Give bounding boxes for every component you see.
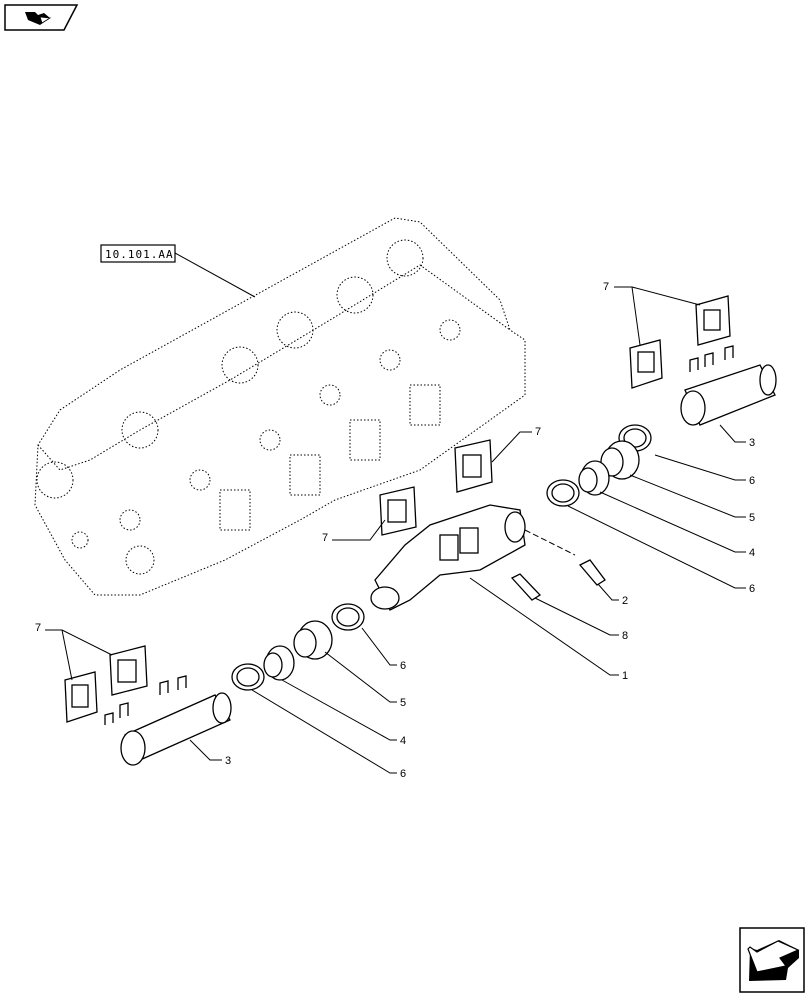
gasket <box>64 295 731 723</box>
callout-8: 8 <box>622 630 628 642</box>
callout-7: 7 <box>603 281 609 293</box>
callout-4: 4 <box>400 735 406 747</box>
callout-7: 7 <box>35 622 41 634</box>
callout-6: 6 <box>749 475 755 487</box>
exhaust-manifold <box>370 504 576 611</box>
engine-cylinder-head <box>34 217 526 596</box>
stud <box>510 573 542 601</box>
callout-7: 7 <box>535 426 541 438</box>
callout-labels: 7 3 6 5 4 6 7 7 2 8 1 6 5 4 3 6 7 <box>35 281 755 780</box>
callout-5: 5 <box>400 697 406 709</box>
callout-7: 7 <box>322 532 328 544</box>
pipe <box>680 345 777 426</box>
callout-6: 6 <box>400 660 406 672</box>
callout-4: 4 <box>749 547 755 559</box>
callout-6: 6 <box>749 583 755 595</box>
pipe <box>104 675 232 766</box>
callout-3: 3 <box>225 755 231 767</box>
callout-2: 2 <box>622 595 628 607</box>
leader-lines <box>45 286 746 774</box>
book-icon[interactable] <box>4 4 79 31</box>
callout-3: 3 <box>749 437 755 449</box>
callout-6: 6 <box>400 768 406 780</box>
clamp <box>231 603 365 691</box>
reference-label: 10.101.AA <box>105 248 174 261</box>
callout-5: 5 <box>749 512 755 524</box>
bellows <box>578 440 640 496</box>
bellows <box>263 620 333 681</box>
reference-box[interactable]: 10.101.AA <box>100 244 256 298</box>
bolt <box>578 559 606 586</box>
callout-1: 1 <box>622 670 628 682</box>
back-arrow-icon[interactable] <box>739 927 805 993</box>
